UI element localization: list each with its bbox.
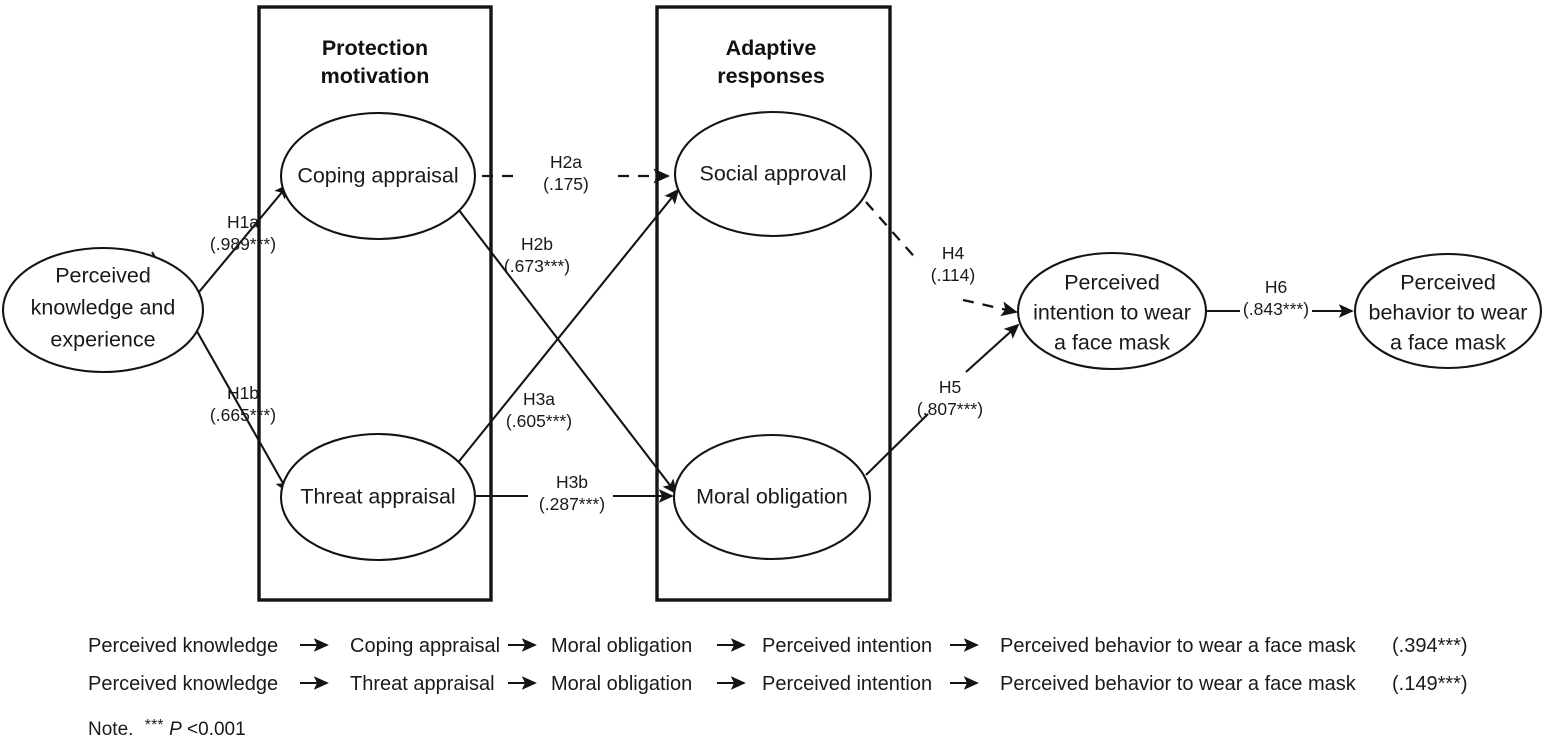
group-box-adaptive-responses — [655, 5, 892, 602]
node-perceived-intention-line1: Perceived — [1064, 271, 1160, 295]
group-box-protection-motivation — [257, 5, 493, 602]
indirect-path-threat: Perceived knowledge Threat appraisal Mor… — [88, 673, 1468, 695]
indirect-path-coping-step4: Perceived intention — [762, 635, 932, 657]
edge-h5-line-lower — [865, 413, 929, 476]
edge-label-h1a-hypothesis: H1a — [227, 212, 259, 232]
note-prefix: Note. — [88, 719, 133, 740]
node-perceived-knowledge-line3: experience — [50, 328, 155, 352]
node-moral-obligation[interactable] — [672, 433, 872, 561]
edge-h2b-line — [454, 204, 678, 495]
indirect-path-coping-coefficient: (.394***) — [1392, 635, 1468, 657]
edge-label-h3a-hypothesis: H3a — [523, 389, 555, 409]
edge-label-h6-coefficient: (.843***) — [1243, 299, 1309, 319]
group-title-adaptive-responses-line1: Adaptive — [726, 36, 817, 60]
figure-note: Note. *** P <0.001 — [88, 714, 246, 740]
edge-label-h1b-coefficient: (.665***) — [210, 405, 276, 425]
node-threat-appraisal-label: Threat appraisal — [300, 485, 455, 509]
edge-label-h2b-hypothesis: H2b — [521, 234, 553, 254]
edge-label-h5-hypothesis: H5 — [939, 377, 961, 397]
edge-h4-line-lower — [962, 298, 1019, 317]
note-suffix: <0.001 — [187, 719, 246, 740]
edge-h4-line-upper — [865, 201, 920, 263]
indirect-path-coping-step1: Perceived knowledge — [88, 635, 278, 657]
edge-label-h1a-coefficient: (.989***) — [210, 234, 276, 254]
note-stars: *** — [145, 717, 164, 734]
edge-label-h4-coefficient: (.114) — [931, 265, 975, 285]
indirect-path-threat-step1: Perceived knowledge — [88, 673, 278, 695]
node-coping-appraisal[interactable] — [279, 111, 477, 241]
edge-label-h2a-hypothesis: H2a — [550, 152, 582, 172]
edge-label-h2a-coefficient: (.175) — [543, 174, 589, 194]
node-perceived-intention[interactable] — [1016, 251, 1208, 371]
edge-label-h4-hypothesis: H4 — [942, 243, 965, 263]
edge-h5-line-upper — [965, 323, 1020, 373]
edge-label-h6-hypothesis: H6 — [1265, 277, 1287, 297]
indirect-path-coping-step5: Perceived behavior to wear a face mask — [1000, 635, 1357, 657]
indirect-path-threat-coefficient: (.149***) — [1392, 673, 1468, 695]
edge-label-h2b-coefficient: (.673***) — [504, 256, 570, 276]
indirect-path-threat-step4: Perceived intention — [762, 673, 932, 695]
node-social-approval-label: Social approval — [699, 162, 846, 186]
node-threat-appraisal[interactable] — [279, 432, 477, 562]
edge-label-h3b-hypothesis: H3b — [556, 472, 588, 492]
group-title-protection-motivation-line1: Protection — [322, 36, 428, 60]
edge-label-h5-coefficient: (.807***) — [917, 399, 983, 419]
svg-text:Note. *** P: Note. *** P <0.001 — [88, 714, 246, 740]
node-coping-appraisal-label: Coping appraisal — [297, 164, 458, 188]
indirect-path-threat-step2: Threat appraisal — [350, 673, 495, 695]
group-title-protection-motivation-line2: motivation — [321, 64, 430, 88]
edge-label-h3b-coefficient: (.287***) — [539, 494, 605, 514]
edge-label-h3a-coefficient: (.605***) — [506, 411, 572, 431]
edge-h3a-line — [451, 188, 680, 471]
indirect-path-coping-step2: Coping appraisal — [350, 635, 500, 657]
node-perceived-behavior-line2: behavior to wear — [1369, 301, 1528, 325]
indirect-path-coping-step3: Moral obligation — [551, 635, 692, 657]
node-social-approval[interactable] — [673, 110, 873, 238]
indirect-path-threat-step5: Perceived behavior to wear a face mask — [1000, 673, 1357, 695]
node-perceived-knowledge-line2: knowledge and — [31, 296, 176, 320]
edge-label-h1b-hypothesis: H1b — [227, 383, 259, 403]
node-perceived-behavior-line1: Perceived — [1400, 271, 1496, 295]
node-perceived-intention-line2: intention to wear — [1033, 301, 1191, 325]
note-p-italic: P — [169, 719, 182, 740]
node-perceived-knowledge-line1: Perceived — [55, 264, 151, 288]
group-title-adaptive-responses-line2: responses — [717, 64, 825, 88]
node-perceived-knowledge[interactable] — [1, 246, 205, 374]
indirect-path-threat-step3: Moral obligation — [551, 673, 692, 695]
node-perceived-intention-line3: a face mask — [1054, 331, 1170, 355]
indirect-path-coping: Perceived knowledge Coping appraisal Mor… — [88, 635, 1468, 657]
node-perceived-behavior[interactable] — [1353, 252, 1543, 370]
node-perceived-behavior-line3: a face mask — [1390, 331, 1506, 355]
node-moral-obligation-label: Moral obligation — [696, 485, 848, 509]
